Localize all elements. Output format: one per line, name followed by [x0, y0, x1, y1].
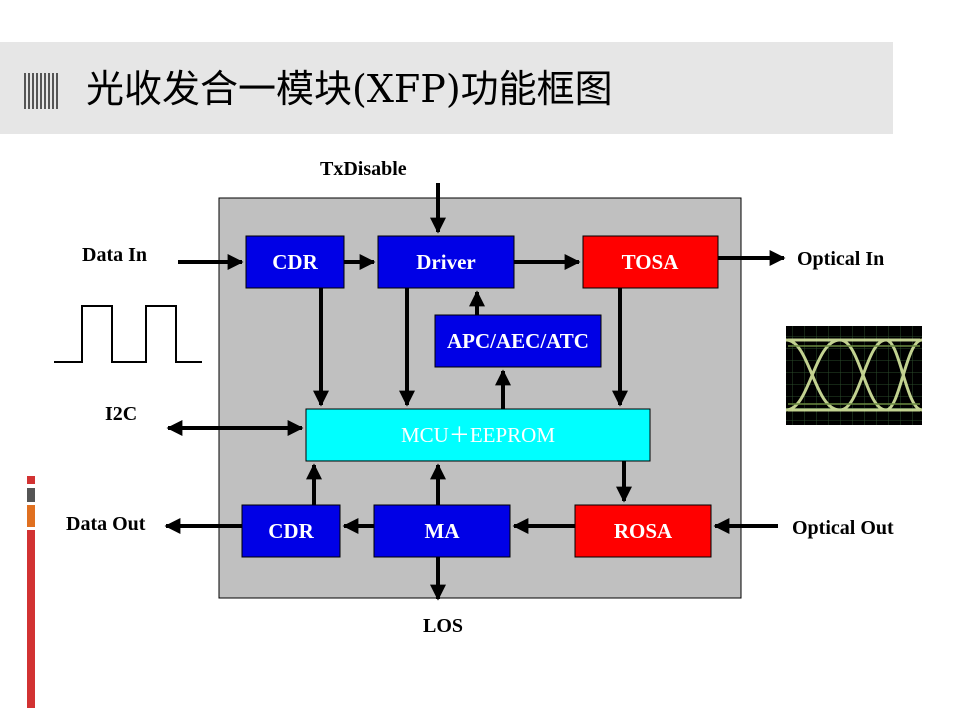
- apc-block: APC/AEC/ATC: [434, 314, 602, 368]
- data-out-label: Data Out: [66, 513, 146, 535]
- data-in-label: Data In: [82, 244, 147, 266]
- accent-bar-gray: [27, 488, 35, 502]
- mcu-label: MCU＋EEPROM: [401, 423, 555, 447]
- eye-diagram-icon: [785, 326, 923, 425]
- i2c-label: I2C: [105, 403, 137, 425]
- apc-label: APC/AEC/ATC: [447, 329, 589, 353]
- barcode-icon: [24, 73, 58, 109]
- cdr-tx-block: CDR: [245, 235, 345, 289]
- cdr-rx-label: CDR: [268, 519, 314, 543]
- title-bar: [0, 42, 893, 134]
- tosa-block: TOSA: [582, 235, 719, 289]
- txdisable-label: TxDisable: [320, 158, 407, 180]
- optical-in-label: Optical In: [797, 248, 884, 270]
- ma-block: MA: [373, 504, 511, 558]
- cdr-tx-label: CDR: [272, 250, 318, 274]
- accent-bar-red: [27, 530, 35, 708]
- page-title: 光收发合一模块(XFP)功能框图: [86, 67, 613, 111]
- optical-out-label: Optical Out: [792, 517, 894, 539]
- accent-bar-red-top: [27, 476, 35, 484]
- ma-label: MA: [425, 519, 461, 543]
- driver-label: Driver: [416, 250, 475, 274]
- mcu-block: MCU＋EEPROM: [305, 408, 651, 462]
- cdr-rx-block: CDR: [241, 504, 341, 558]
- driver-block: Driver: [377, 235, 515, 289]
- los-label: LOS: [423, 615, 463, 637]
- signal-arrows: [164, 183, 786, 601]
- accent-bar-orange: [27, 505, 35, 527]
- rosa-block: ROSA: [574, 504, 712, 558]
- tosa-label: TOSA: [622, 250, 680, 274]
- square-wave-icon: [54, 305, 202, 363]
- rosa-label: ROSA: [614, 519, 673, 543]
